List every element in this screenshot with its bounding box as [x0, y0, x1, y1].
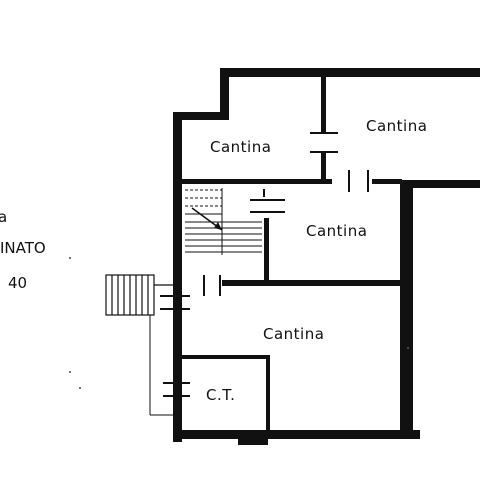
dot-marks [69, 257, 410, 389]
side-text-line2: INATO [0, 239, 46, 257]
outer-walls [173, 68, 480, 442]
wall-divider-top-lower [321, 152, 326, 182]
wall-mid-horizontal-left [182, 179, 332, 184]
wall-left [173, 112, 182, 442]
room-label-cantina-top-right: Cantina [366, 117, 427, 135]
room-label-cantina-middle: Cantina [306, 222, 367, 240]
room-label-cantina-lower: Cantina [263, 325, 324, 343]
side-text-line1: a [0, 208, 7, 226]
wall-mid-vertical [264, 218, 269, 284]
wall-right-ledge [400, 180, 480, 188]
bottom-entrance [238, 435, 268, 445]
wall-top-left-vertical [220, 68, 229, 118]
wall-step [174, 112, 229, 120]
side-text-line3: 40 [8, 274, 27, 292]
internal-stairs [185, 188, 262, 255]
wall-ct-right [266, 355, 270, 435]
wall-mid-horizontal-right [372, 179, 402, 184]
wall-right-lower [400, 180, 413, 439]
room-label-ct: C.T. [206, 386, 235, 404]
external-stairs [105, 274, 173, 416]
wall-lower-horizontal [222, 280, 402, 286]
wall-ct-top [182, 355, 270, 359]
doors [160, 132, 369, 397]
wall-divider-top [321, 77, 326, 133]
interior-walls [182, 77, 402, 435]
wall-top [220, 68, 480, 77]
wall-bottom [173, 430, 420, 439]
room-label-cantina-top-left: Cantina [210, 138, 271, 156]
